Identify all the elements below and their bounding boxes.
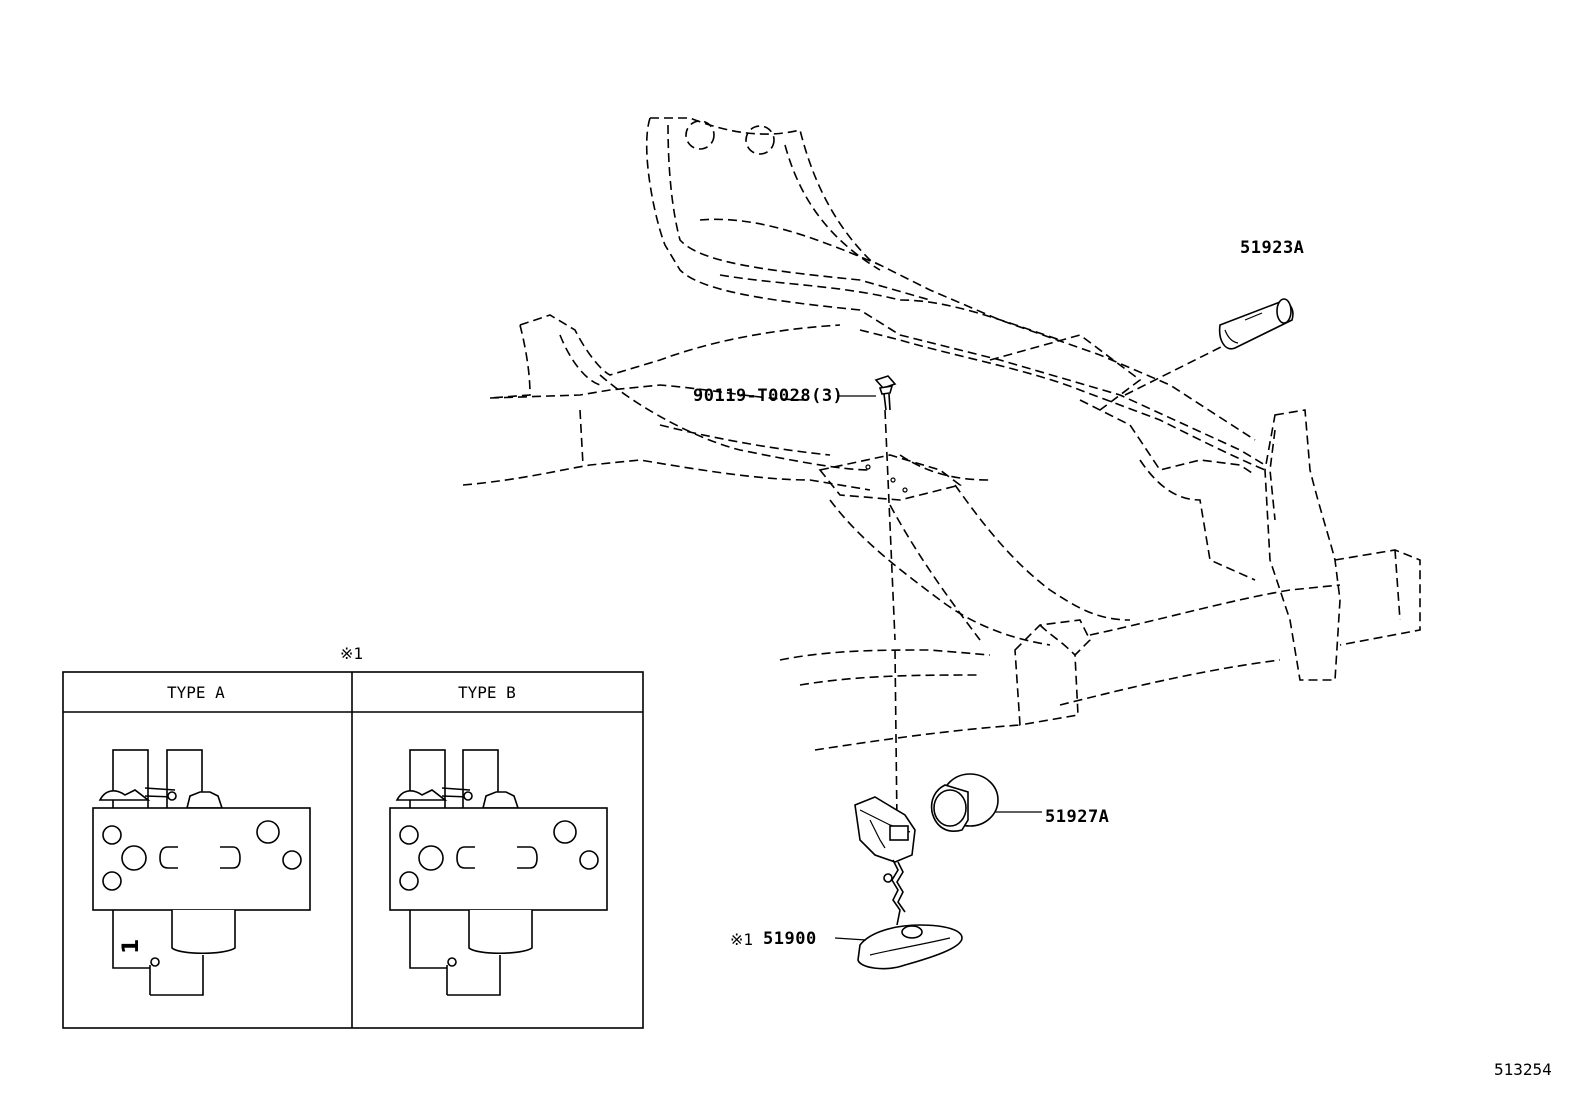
part-51900-graphic bbox=[834, 796, 963, 970]
label-51900: 51900 bbox=[763, 929, 817, 949]
part-51923a-graphic bbox=[1218, 298, 1294, 350]
vehicle-frame bbox=[462, 117, 1421, 826]
type-a-graphic: 1 bbox=[92, 749, 311, 996]
type-a-title: TYPE A bbox=[167, 683, 225, 702]
part-51927a-graphic bbox=[930, 773, 1042, 832]
type-a-marker: 1 bbox=[119, 939, 144, 954]
label-bolt: 90119-T0028(3) bbox=[693, 386, 843, 406]
illustration-number: 513254 bbox=[1494, 1060, 1552, 1079]
label-51900-mark: ※1 bbox=[730, 930, 753, 949]
label-51923a: 51923A bbox=[1240, 238, 1304, 258]
bolt-graphic bbox=[874, 375, 897, 411]
label-51927a: 51927A bbox=[1045, 807, 1109, 827]
type-b-graphic bbox=[389, 749, 608, 996]
type-b-title: TYPE B bbox=[458, 683, 516, 702]
inset-note-mark: ※1 bbox=[340, 644, 363, 663]
